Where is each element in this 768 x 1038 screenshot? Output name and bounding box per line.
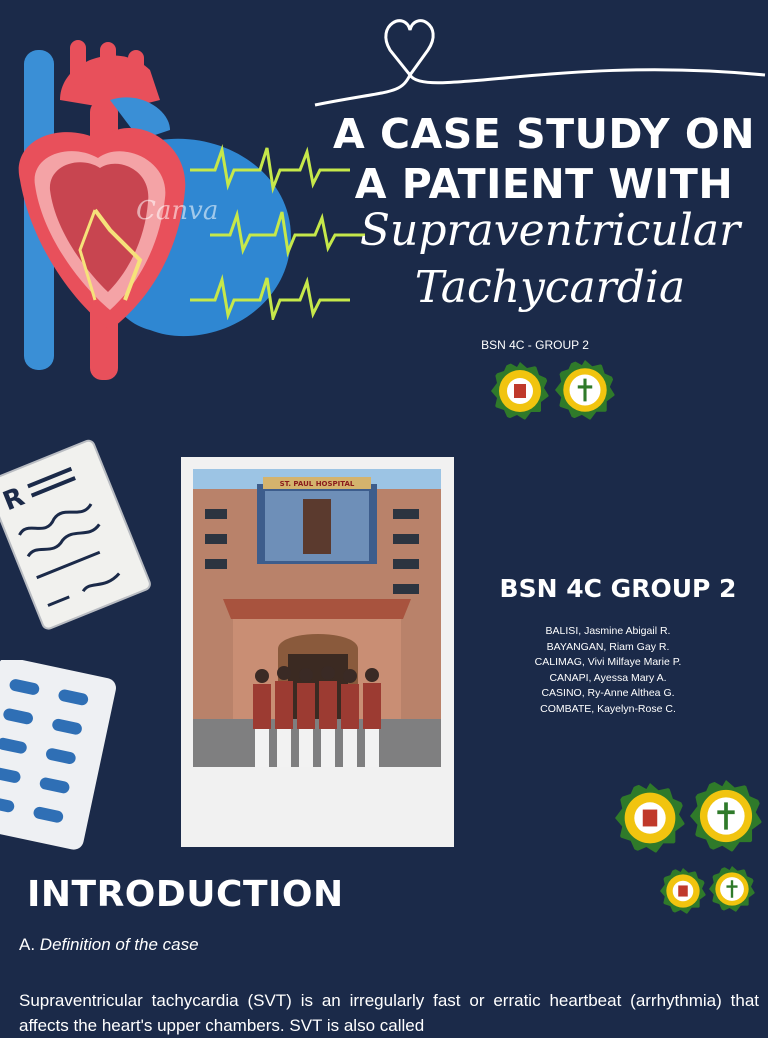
nursing-seal-icon <box>555 360 615 420</box>
member-name: COMBATE, Kayelyn-Rose C. <box>540 702 676 715</box>
member-name: CALIMAG, Vivi Milfaye Marie P. <box>534 656 682 668</box>
university-seal-icon <box>660 868 706 914</box>
nursing-seal-icon <box>690 780 762 852</box>
title-script-2: Tachycardia <box>414 262 686 313</box>
ecg-wave-icon <box>190 144 365 320</box>
university-seal-icon <box>491 362 549 420</box>
member-name: CASINO, Ry-Anne Althea G. <box>541 687 675 699</box>
canva-watermark: Canva <box>136 196 219 226</box>
group-heading: BSN 4C GROUP 2 <box>499 574 737 603</box>
member-name: BAYANGAN, Riam Gay R. <box>546 640 670 653</box>
group-photo: ST. PAUL HOSPITAL <box>193 469 441 767</box>
title-line-2: A PATIENT WITH <box>354 160 734 208</box>
introduction-subheading: A. Definition of the case <box>19 935 199 955</box>
member-name: BALISI, Jasmine Abigail R. <box>545 625 671 637</box>
introduction-paragraph: Supraventricular tachycardia (SVT) is an… <box>19 991 759 1035</box>
pill-blister-icon <box>0 660 116 850</box>
prescription-paper-icon: R <box>0 439 151 630</box>
heart-illustration <box>18 40 291 380</box>
title-script-1: Supraventricular <box>359 205 741 256</box>
member-list: BALISI, Jasmine Abigail R. BAYANGAN, Ria… <box>498 624 718 717</box>
group-photo-frame: ST. PAUL HOSPITAL <box>181 457 454 847</box>
university-seal-icon <box>615 783 685 853</box>
subheading-text: Definition of the case <box>39 935 199 954</box>
title-line-1: A CASE STUDY ON <box>332 110 756 158</box>
subheading-prefix: A. <box>19 935 36 954</box>
introduction-heading: INTRODUCTION <box>27 874 344 915</box>
member-name: CANAPI, Ayessa Mary A. <box>549 671 667 684</box>
building-sign: ST. PAUL HOSPITAL <box>280 480 355 488</box>
heart-doodle-icon <box>314 19 766 107</box>
nursing-seal-icon <box>709 866 755 912</box>
subtitle: BSN 4C - GROUP 2 <box>481 338 589 352</box>
